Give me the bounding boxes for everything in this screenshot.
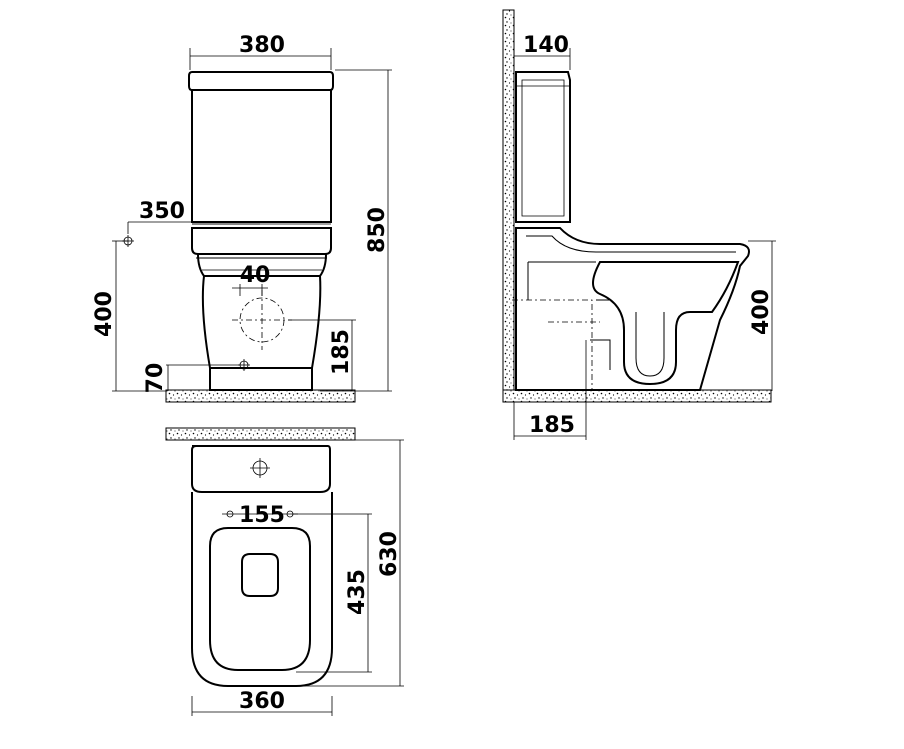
front-pedestal xyxy=(201,275,322,369)
side-bowl xyxy=(515,227,750,391)
top-seat-opening xyxy=(241,553,279,597)
dim-floor-offset: 70 xyxy=(143,363,168,394)
top-tank xyxy=(191,445,331,493)
dim-outlet-center: 185 xyxy=(329,329,354,375)
dim-top-depth: 630 xyxy=(377,531,402,577)
side-bowl-inner xyxy=(592,261,740,386)
side-view: 140 400 185 xyxy=(502,9,776,440)
top-wall xyxy=(165,427,356,441)
side-floor xyxy=(502,389,772,403)
dim-outlet-height: 400 xyxy=(92,291,117,337)
dim-top-bowl-depth: 435 xyxy=(345,569,370,615)
top-view: 155 630 435 360 xyxy=(165,427,404,716)
dim-side-outlet-distance: 185 xyxy=(529,413,575,438)
top-seat xyxy=(209,527,311,671)
dim-front-width: 380 xyxy=(239,33,285,58)
dim-outlet-diameter: 40 xyxy=(240,263,271,288)
dim-side-outlet-height: 400 xyxy=(749,289,774,335)
top-bowl xyxy=(191,492,333,687)
side-tank xyxy=(515,71,571,223)
front-floor xyxy=(165,389,356,403)
front-view: 380 850 350 400 70 40 185 xyxy=(92,33,392,403)
front-bowl-rim xyxy=(191,227,332,255)
dim-top-width: 360 xyxy=(239,689,285,714)
front-tank xyxy=(188,71,334,91)
dim-front-height: 850 xyxy=(365,207,390,253)
dim-side-tank-depth: 140 xyxy=(523,33,569,58)
dim-top-holes-spacing: 155 xyxy=(239,503,285,528)
side-wall xyxy=(502,9,515,403)
dim-inlet-offset: 350 xyxy=(139,199,185,224)
